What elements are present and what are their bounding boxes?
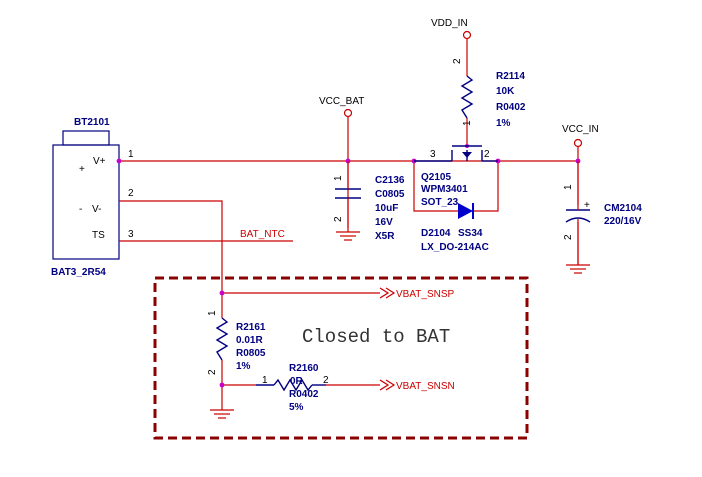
- cm2104-plus: +: [584, 200, 590, 211]
- svg-text:VCC_IN: VCC_IN: [562, 124, 599, 135]
- net-bat-ntc: BAT_NTC: [240, 229, 285, 240]
- battery-pin1-number: 1: [128, 149, 134, 160]
- r2114-ref: R2114: [496, 71, 525, 82]
- net-vbat-snsp: VBAT_SNSP: [379, 287, 454, 300]
- q2105-ref: Q2105: [421, 172, 451, 183]
- r2160-value: 0R: [290, 376, 304, 387]
- capacitor-c2136[interactable]: 1 2 C2136 C0805 10uF 16V X5R: [333, 161, 405, 242]
- closed-to-bat-box: [153, 276, 529, 440]
- r2114-package: R0402: [496, 102, 526, 113]
- r2161-tol: 1%: [236, 361, 251, 372]
- mosfet-q2105[interactable]: 3 2 Q2105 WPM3401 SOT_23: [414, 145, 498, 208]
- ground-c2136: [336, 228, 360, 241]
- cm2104-pin1: 1: [563, 184, 574, 190]
- r2114-pin2: 2: [452, 58, 463, 64]
- capacitor-cm2104[interactable]: + 1 2 CM2104 220/16V: [563, 161, 642, 265]
- r2161-pin2: 2: [207, 369, 218, 375]
- q2105-pin2: 2: [484, 149, 490, 160]
- d2104-part: SS34: [458, 228, 483, 239]
- d2104-ref: D2104: [421, 228, 451, 239]
- diode-d2104[interactable]: D2104 SS34 LX_DO-214AC: [421, 203, 489, 253]
- r2114-value: 10K: [496, 86, 515, 97]
- r2161-value: 0.01R: [236, 335, 263, 346]
- battery-vminus-label: V-: [92, 204, 101, 215]
- c2136-ref: C2136: [375, 175, 405, 186]
- c2136-value: 10uF: [375, 203, 398, 214]
- net-vdd-in: VDD_IN: [431, 18, 472, 40]
- svg-text:VDD_IN: VDD_IN: [431, 18, 468, 29]
- q2105-package: SOT_23: [421, 197, 459, 208]
- battery-footprint: BAT3_2R54: [51, 267, 106, 278]
- q2105-pin3: 3: [430, 149, 436, 160]
- r2161-package: R0805: [236, 348, 266, 359]
- battery-bt2101[interactable]: BT2101 BAT3_2R54 + V+ - V- TS 1 2 3: [51, 117, 134, 278]
- r2160-package: R0402: [289, 389, 319, 400]
- svg-text:VCC_BAT: VCC_BAT: [319, 96, 364, 107]
- svg-text:VBAT_SNSP: VBAT_SNSP: [396, 289, 454, 300]
- cm2104-value: 220/16V: [604, 216, 642, 227]
- battery-pin-plus-label: +: [79, 164, 85, 175]
- battery-pin-minus-label: -: [79, 204, 82, 215]
- battery-pin2-number: 2: [128, 188, 134, 199]
- r2114-pin1: 1: [462, 120, 473, 126]
- c2136-pin2: 2: [333, 216, 344, 222]
- closed-to-bat-note: Closed to BAT: [302, 326, 450, 348]
- q2105-part: WPM3401: [421, 184, 468, 195]
- c2136-dielectric: X5R: [375, 231, 395, 242]
- r2161-pin1: 1: [207, 310, 218, 316]
- resistor-r2160[interactable]: 1 2 R2160 0R R0402 5%: [256, 363, 329, 413]
- battery-vplus-label: V+: [93, 156, 106, 167]
- ground-r2161: [210, 409, 234, 419]
- battery-pin3-number: 3: [128, 229, 134, 240]
- net-vbat-snsn: VBAT_SNSN: [379, 379, 455, 392]
- cm2104-ref: CM2104: [604, 203, 642, 214]
- net-vcc-in: VCC_IN: [562, 124, 599, 148]
- battery-ref: BT2101: [74, 117, 110, 128]
- resistor-r2114[interactable]: 2 1 R2114 10K R0402 1%: [452, 58, 526, 129]
- r2160-pin1: 1: [262, 375, 268, 386]
- cm2104-pin2: 2: [563, 234, 574, 240]
- c2136-voltage: 16V: [375, 217, 393, 228]
- r2160-ref: R2160: [289, 363, 319, 374]
- r2161-ref: R2161: [236, 322, 266, 333]
- svg-text:VBAT_SNSN: VBAT_SNSN: [396, 381, 455, 392]
- c2136-pin1: 1: [333, 175, 344, 181]
- resistor-r2161[interactable]: 1 2 R2161 0.01R R0805 1%: [207, 310, 266, 375]
- r2160-pin2: 2: [323, 375, 329, 386]
- ground-cm2104: [566, 264, 590, 274]
- c2136-package: C0805: [375, 189, 405, 200]
- net-vcc-bat: VCC_BAT: [319, 96, 364, 118]
- r2114-tol: 1%: [496, 118, 511, 129]
- r2160-tol: 5%: [289, 402, 304, 413]
- d2104-package: LX_DO-214AC: [421, 242, 489, 253]
- battery-ts-label: TS: [92, 230, 105, 241]
